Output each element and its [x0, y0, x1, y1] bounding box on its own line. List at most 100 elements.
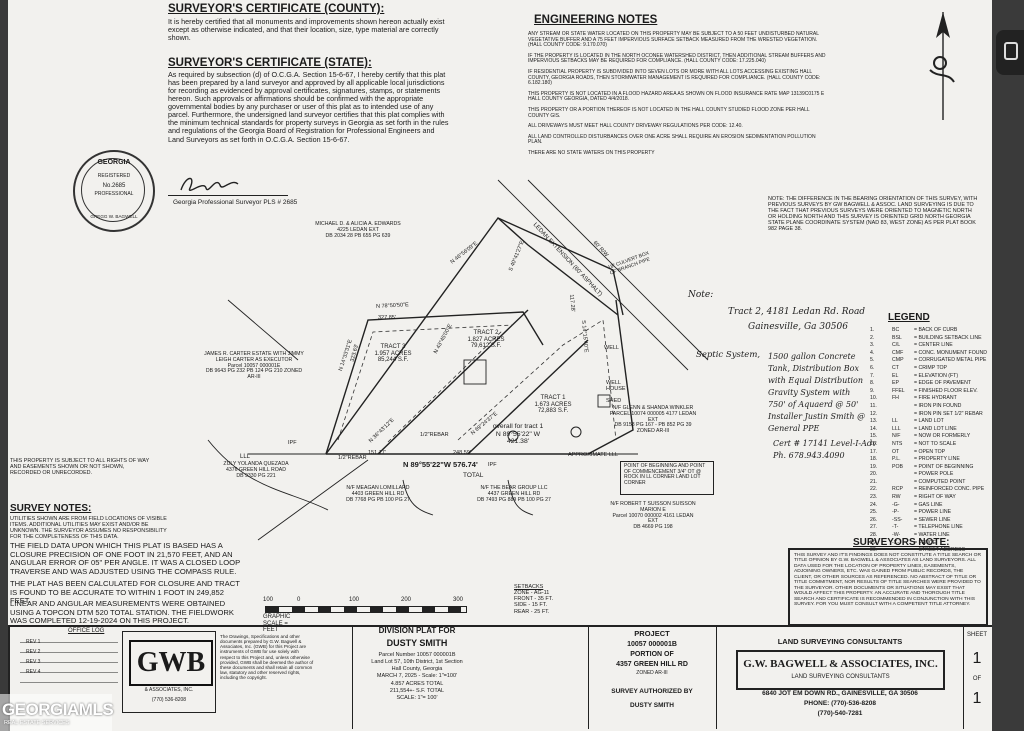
- leader-south-west: [257, 459, 369, 541]
- firm-top: LAND SURVEYING CONSULTANTS: [777, 637, 903, 646]
- legend-item-num: 12.: [870, 410, 878, 417]
- office-log-title: OFFICE LOG: [68, 628, 105, 634]
- boundary-tract3: [325, 311, 544, 455]
- total-line: N 89°55'22"W 576.74': [403, 460, 478, 469]
- survey-note-4: LINEAR AND ANGULAR MEASUREMENTS WERE OBT…: [10, 599, 234, 625]
- legend-item-num: 9.: [870, 387, 875, 394]
- watermark-brand-text: GEORGIA: [2, 700, 79, 719]
- legend-item: 8.EP= EDGE OF PAVEMENT: [870, 380, 985, 388]
- division-details: Parcel Number 10057 000001B Land Lot 57,…: [356, 652, 478, 702]
- bearing-note: NOTE: THE DIFFERENCE IN THE BEARING ORIE…: [768, 196, 978, 233]
- legend-item: 19.POB= POINT OF BEGINNING: [870, 464, 985, 472]
- engineering-title: ENGINEERING NOTES: [534, 14, 658, 26]
- setback-line-2: [387, 329, 504, 443]
- legend-item-code: RCP: [892, 486, 903, 493]
- legend-item-desc: = RIGHT OF WAY: [914, 494, 956, 501]
- legend-item-desc: = LAND LOT LINE: [914, 425, 957, 432]
- gwb-phone: (770) 536-8208: [151, 697, 187, 703]
- owner-carter-db: DB 9643 PG 232 PB 124 PG 210 ZONED AR-II…: [205, 368, 303, 381]
- engineering-note: THERE ARE NO STATE WATERS ON THIS PROPER…: [528, 149, 655, 156]
- tract1-acres: 1.673 ACRES: [534, 401, 572, 408]
- legend-item: 20.= POWER POLE: [870, 471, 985, 479]
- state-cert-body: As required by subsection (d) of O.C.G.A…: [168, 70, 449, 144]
- authorized-label: SURVEY AUTHORIZED BY: [611, 688, 693, 695]
- legend-item-desc: = BUILDING SETBACK LINE: [914, 334, 982, 341]
- surveyors-note-body: THIS SURVEY AND IT'S FINDINGS DOES NOT C…: [794, 553, 981, 608]
- legend-item-code: FH: [892, 395, 899, 402]
- legend-item-num: 16.: [870, 440, 878, 447]
- legend-item-code: BSL: [892, 334, 902, 341]
- plat-drawing: [207, 179, 709, 541]
- legend-item-code: EL: [892, 372, 899, 379]
- legend-item: 9.FFEL= FINISHED FLOOR ELEV.: [870, 388, 985, 396]
- legend-item-desc: = CRIMP TOP: [914, 364, 948, 371]
- scale-tick-1: 0: [297, 597, 301, 603]
- phone-icon[interactable]: [996, 30, 1024, 75]
- setbacks-rear: REAR - 25 FT.: [514, 608, 550, 615]
- division-line-2: [467, 339, 589, 455]
- legend-item-code: -W-: [892, 532, 901, 539]
- legend-item-num: 18.: [870, 456, 878, 463]
- division-line-1: [377, 309, 529, 455]
- legend-item-code: NTS: [892, 440, 903, 447]
- surveyor-seal: GEORGIA REGISTERED No.2685 PROFESSIONAL …: [73, 150, 155, 232]
- legend-item-num: 23.: [870, 494, 878, 501]
- legend-item-num: 20.: [870, 471, 878, 478]
- legend-item: 23.RW= RIGHT OF WAY: [870, 494, 985, 502]
- firm-name: G.W. BAGWELL & ASSOCIATES, INC.: [743, 658, 938, 670]
- legend-item: 3.C/L= CENTER LINE: [870, 342, 985, 350]
- legend-item-num: 8.: [870, 380, 875, 387]
- owner-lomillard-addr: 4403 GREEN HILL RD: [351, 490, 405, 497]
- tract3-sf: 85,244 S.F.: [377, 357, 409, 364]
- legend-item-code: CMF: [892, 349, 904, 356]
- scale-bar: [265, 606, 467, 613]
- legend-item-num: 21.: [870, 478, 878, 485]
- title-block: [8, 625, 992, 731]
- division-title: DIVISION PLAT FOR: [378, 626, 456, 635]
- legend-item: 2.BSL= BUILDING SETBACK LINE: [870, 335, 985, 343]
- project-zoned: ZONED AR-III: [636, 670, 668, 676]
- legend-item-desc: = NOT TO SCALE: [914, 440, 957, 447]
- ipf-label-2: IPF: [488, 462, 497, 468]
- owner-edwards-addr: 4225 LEDAN EXT: [337, 226, 379, 233]
- disclaimer: The Drawings, Specifications and other d…: [220, 634, 314, 681]
- engineering-note: IF RESIDENTIAL PROPERTY IS SUBDIVIDED IN…: [528, 68, 821, 87]
- authorized-name: DUSTY SMITH: [630, 702, 674, 709]
- surveyors-note-title: SURVEYORS NOTE:: [853, 537, 950, 548]
- tract3-name: TRACT 3: [380, 344, 406, 350]
- legend-item: 4.CMF= CONC. MONUMENT FOUND: [870, 349, 987, 358]
- watermark-sub: REAL ESTATE SERVICES: [4, 720, 70, 726]
- legend-item-code: LL: [892, 418, 898, 425]
- parcel-number: Parcel Number 10057 000001B: [378, 652, 456, 658]
- legend-item-num: 10.: [870, 395, 878, 402]
- owner-edwards-db: DB 2034 28 PB 655 PG 639: [325, 232, 391, 239]
- legend-item: 24.-G-= GAS LINE: [870, 502, 985, 510]
- legend-item: 5.CMP= CORRUGATED METAL PIPE: [870, 357, 986, 365]
- distance-1: 327.85': [378, 315, 396, 321]
- ipf-label-1: IPF: [288, 440, 297, 446]
- legend-item-desc: = ELEVATION (FT): [914, 372, 959, 379]
- owner-lomillard-name: N/F MEAGAN LOMILLARD: [346, 485, 410, 491]
- owner-lomillard-db: DB 7768 PG PB 100 PG 27: [346, 496, 410, 503]
- legend-item: 6.CT= CRIMP TOP: [870, 365, 985, 373]
- total-label: TOTAL: [463, 472, 484, 479]
- legend-item: 27.-T-= TELEPHONE LINE: [870, 524, 985, 532]
- firm-phone: PHONE: (770)-536-8208: [804, 700, 876, 707]
- legend-item-desc: = GAS LINE: [914, 501, 943, 508]
- legend-item-num: 3.: [870, 342, 875, 349]
- county-cert-body: It is hereby certified that all monument…: [168, 17, 445, 43]
- owner-winkler-addr: PARCEL 10074 000005 4177 LEDAN EXT: [609, 410, 697, 423]
- portion-of: PORTION OF: [630, 651, 674, 658]
- owner-carter-addr: Parcel 10057 000001E: [227, 362, 281, 369]
- legend-item-num: 14.: [870, 425, 878, 432]
- legend-item-num: 29.: [870, 539, 878, 546]
- legend-item: 29.-X-= FENCE: [870, 540, 985, 548]
- survey-note-2: THE FIELD DATA UPON WHICH THIS PLAT IS B…: [10, 541, 241, 576]
- legend-item-desc: = IRON PIN SET 1/2" REBAR: [914, 410, 983, 417]
- scale-tick-0: 100: [263, 597, 274, 603]
